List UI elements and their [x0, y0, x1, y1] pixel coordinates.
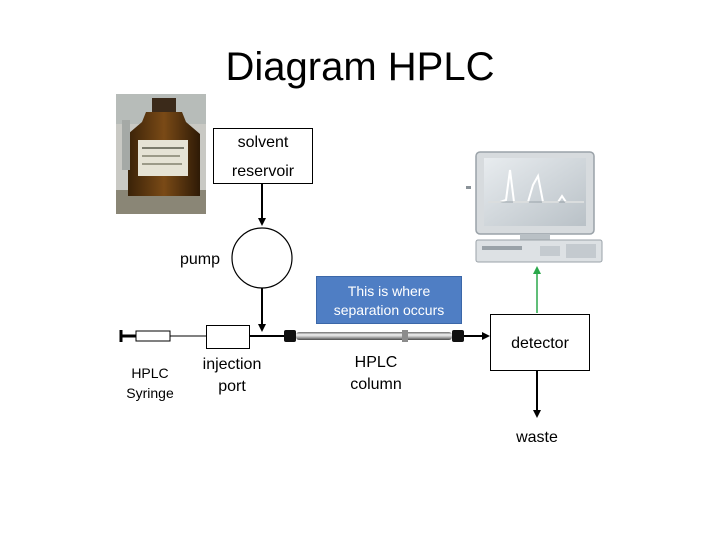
hplc-column-tube-icon: [284, 330, 464, 342]
hplc-syringe-icon: [119, 330, 206, 342]
injection-port-label-line1: injection: [202, 356, 262, 373]
injection-port-label-line2: port: [218, 378, 246, 395]
solvent-reservoir-label-line2: reservoir: [231, 163, 295, 180]
column-label-line2: column: [350, 376, 402, 393]
pump-label: pump: [179, 251, 221, 268]
solvent-bottle-photo: [116, 94, 206, 214]
pump-circle: [231, 227, 293, 289]
solvent-reservoir-label-line1: solvent: [237, 134, 289, 151]
syringe-label-line1: HPLC: [131, 365, 169, 381]
separation-callout: This is where separation occurs: [316, 276, 462, 324]
detector-box: detector: [490, 314, 590, 371]
detector-label: detector: [511, 335, 569, 352]
separation-callout-line1: This is where: [347, 283, 431, 299]
computer-monitor-icon: [466, 151, 603, 263]
solvent-reservoir-box: solvent reservoir: [213, 128, 313, 184]
separation-callout-line2: separation occurs: [333, 302, 445, 318]
slide-title: Diagram HPLC: [225, 45, 495, 89]
waste-label: waste: [516, 429, 558, 446]
injection-port-box: [206, 325, 250, 349]
column-label-line1: HPLC: [354, 354, 398, 371]
syringe-label-line2: Syringe: [126, 385, 174, 401]
